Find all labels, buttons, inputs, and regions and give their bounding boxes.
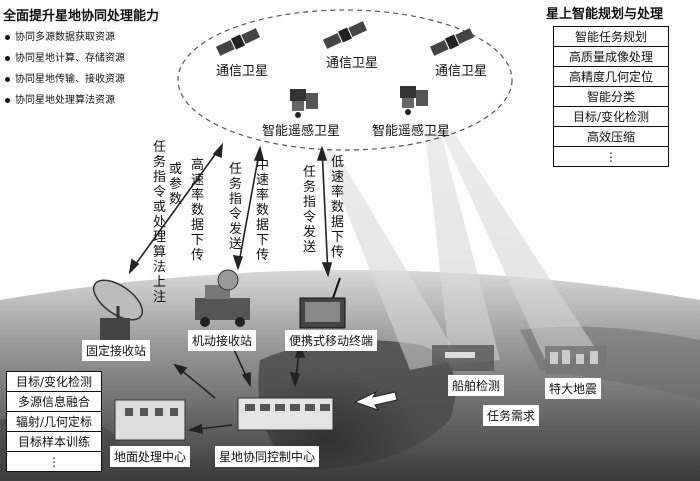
processing-center-building-icon: [114, 399, 186, 441]
right-panel-title: 星上智能规划与处理: [546, 7, 664, 22]
portable-terminal-label: 便携式移动终端: [285, 330, 378, 351]
fixed-station-label: 固定接收站: [82, 340, 151, 361]
task-demand-label: 任务需求: [483, 405, 540, 426]
satellite-dish-icon: [92, 279, 144, 340]
capability-cell: 高效压缩: [553, 126, 669, 147]
bullet-item: 协同星地计算、存储资源: [5, 49, 125, 64]
left-panel-title: 全面提升星地协同处理能力: [3, 9, 160, 24]
low-rate-uplink-label: 任务指令发送: [302, 165, 316, 255]
mobile-station-vehicle-icon: [195, 269, 250, 327]
bullet-dot-icon: [5, 34, 10, 40]
bullet-dot-icon: [5, 97, 10, 103]
mid-rate-uplink-label: 任务指令发送: [228, 162, 242, 252]
control-center-label: 星地协同控制中心: [215, 446, 320, 467]
capability-cell: 智能任务规划: [553, 26, 669, 47]
comm-satellite-label: 通信卫星: [435, 64, 488, 79]
high-rate-uplink-suffix: 或参数: [168, 162, 182, 207]
high-rate-downlink-label: 高速率数据下传: [190, 158, 204, 263]
bullet-item: 协同星地处理算法资源: [5, 91, 115, 106]
comm-satellite-label: 通信卫星: [326, 56, 379, 71]
portable-terminal-icon: [299, 277, 346, 329]
onboard-capability-table: 智能任务规划 高质量成像处理 高精度几何定位 智能分类 目标/变化检测 高效压缩…: [553, 26, 669, 167]
bullet-dot-icon: [5, 76, 10, 82]
capability-cell: ⋮: [553, 146, 669, 167]
sea-area: [258, 340, 456, 470]
capability-cell: 目标/变化检测: [553, 106, 669, 127]
comm-satellite-icon: [322, 21, 368, 49]
remote-satellite-label: 智能遥感卫星: [372, 124, 451, 139]
low-rate-downlink-label: 低速率数据下传: [330, 155, 344, 260]
comm-satellite-icon: [429, 28, 475, 56]
ground-capability-table: 目标/变化检测 多源信息融合 辐射/几何定标 目标样本训练 ⋮: [6, 371, 102, 472]
mid-rate-downlink-label: 中速率数据下传: [255, 158, 269, 263]
capability-cell: 多源信息融合: [6, 391, 102, 412]
capability-cell: 智能分类: [553, 86, 669, 107]
capability-cell: 高质量成像处理: [553, 46, 669, 67]
high-rate-uplink-label: 任务指令或处理算法上注: [152, 140, 166, 305]
bullet-item: 协同多源数据获取资源: [5, 28, 115, 43]
processing-center-label: 地面处理中心: [110, 446, 191, 467]
capability-cell: 高精度几何定位: [553, 66, 669, 87]
earthquake-label: 特大地震: [545, 378, 602, 399]
comm-satellite-label: 通信卫星: [216, 64, 269, 79]
earthquake-scene-icon: [545, 346, 607, 374]
bullet-dot-icon: [5, 55, 10, 61]
ship-scene-icon: [432, 345, 494, 371]
capability-cell: 目标样本训练: [6, 431, 102, 452]
remote-sensing-satellite-icon: [400, 86, 428, 115]
capability-cell: ⋮: [6, 451, 102, 472]
orbit-ellipse: [177, 9, 513, 151]
capability-cell: 辐射/几何定标: [6, 411, 102, 432]
beam-3: [440, 130, 600, 360]
comm-satellite-icon: [215, 28, 261, 56]
capability-cell: 目标/变化检测: [6, 371, 102, 392]
beam-2: [425, 130, 500, 365]
remote-satellite-label: 智能遥感卫星: [262, 124, 341, 139]
remote-sensing-satellite-icon: [290, 89, 318, 118]
ship-detection-label: 船舶检测: [448, 375, 505, 396]
beam-1: [322, 150, 460, 370]
mobile-station-label: 机动接收站: [188, 330, 257, 351]
task-demand-arrow-icon: [353, 390, 398, 411]
control-center-building-icon: [237, 397, 334, 431]
bullet-item: 协同星地传输、接收资源: [5, 70, 125, 85]
